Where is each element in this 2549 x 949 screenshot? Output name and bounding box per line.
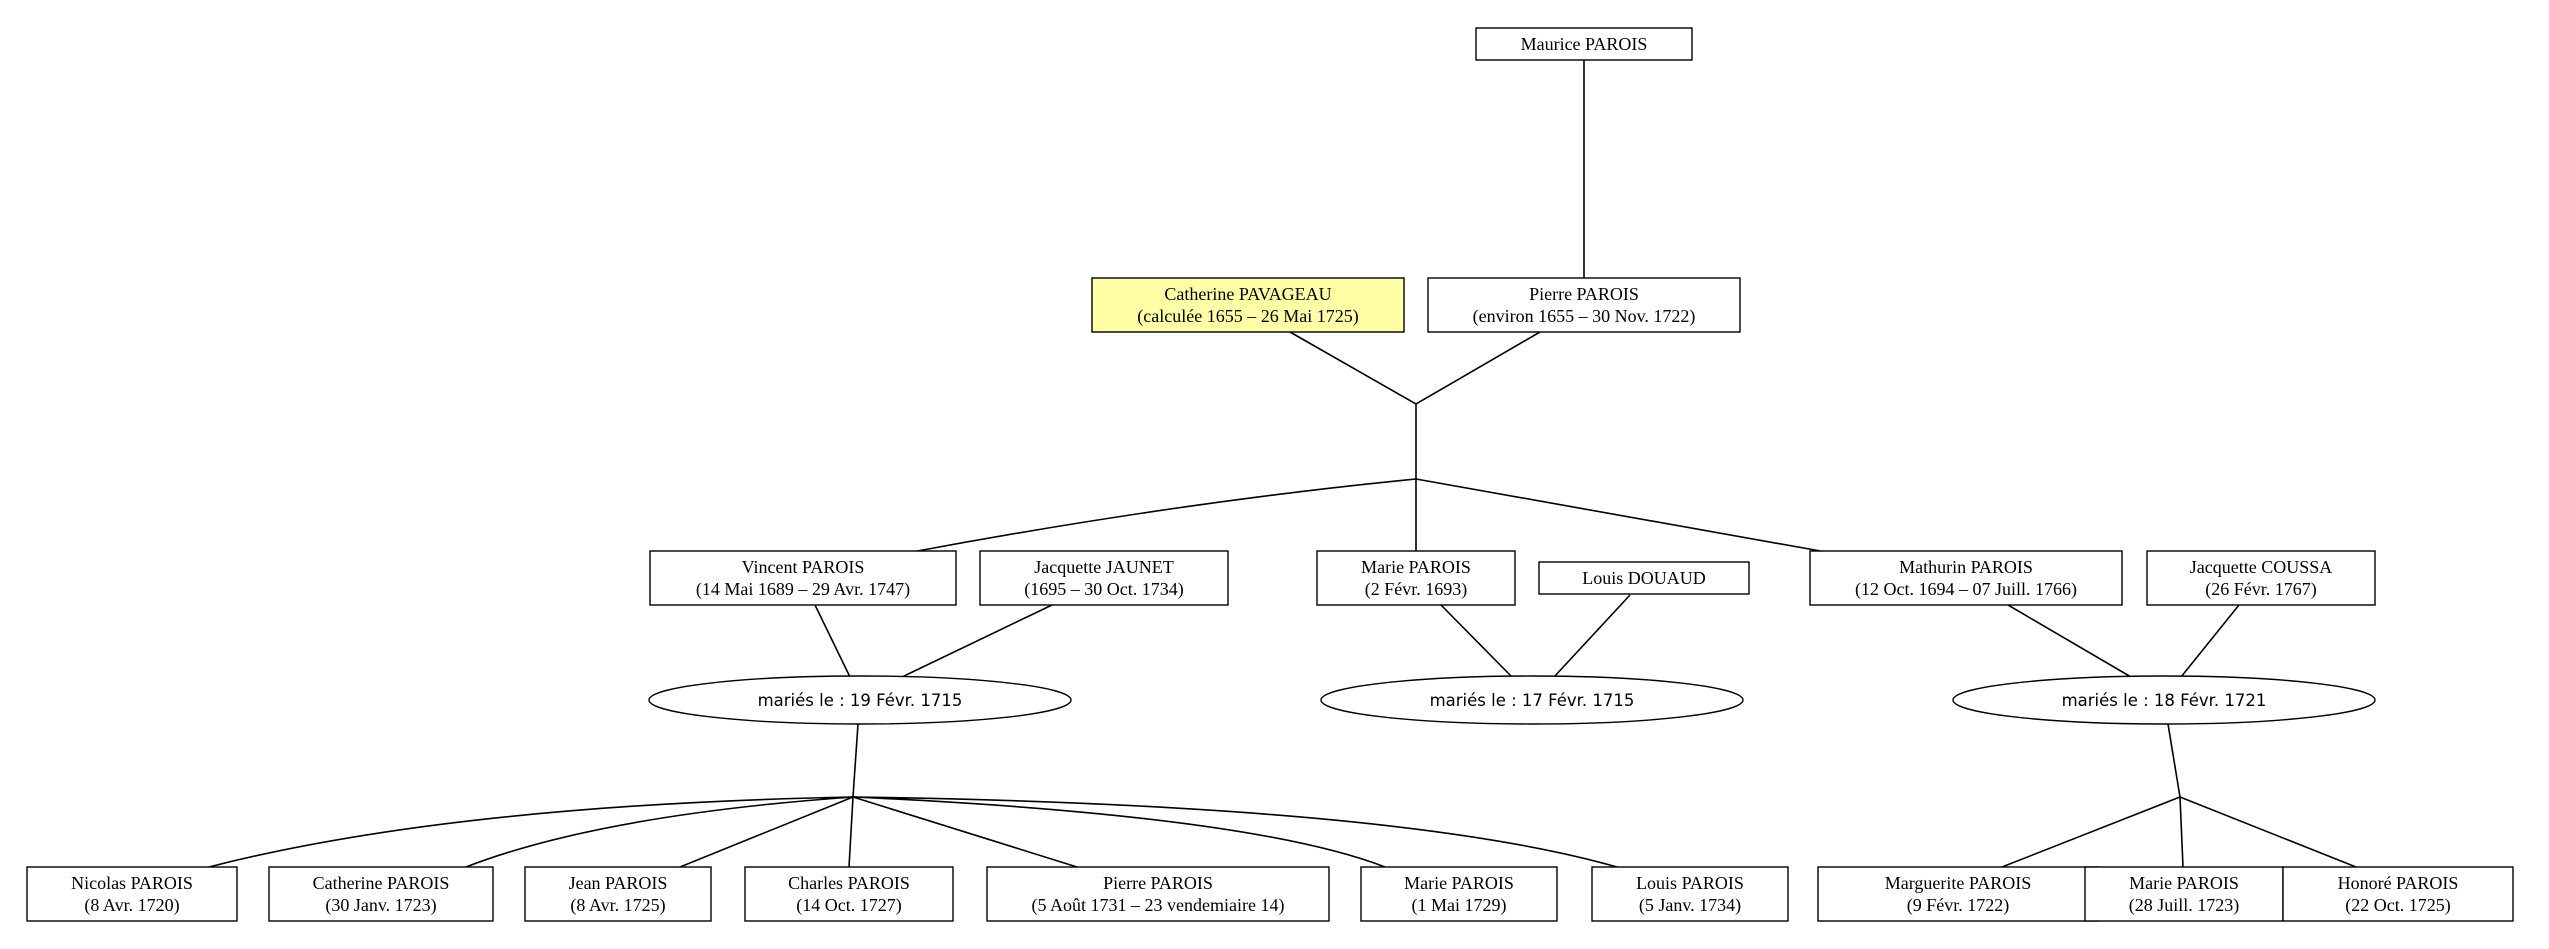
tree-connectors xyxy=(208,60,2357,868)
person-name: Pierre PAROIS xyxy=(1103,873,1213,893)
person-dates: (14 Oct. 1727) xyxy=(796,895,901,916)
person-marie-parois-1693[interactable]: Marie PAROIS (2 Févr. 1693) xyxy=(1316,550,1516,606)
person-louis-douaud[interactable]: Louis DOUAUD xyxy=(1538,561,1750,595)
person-dates: (2 Févr. 1693) xyxy=(1365,579,1468,600)
person-mathurin-parois[interactable]: Mathurin PAROIS (12 Oct. 1694 – 07 Juill… xyxy=(1809,550,2123,606)
person-vincent-parois[interactable]: Vincent PAROIS (14 Mai 1689 – 29 Avr. 17… xyxy=(649,550,957,606)
person-dates: (1 Mai 1729) xyxy=(1412,895,1507,916)
person-marie-parois-1723[interactable]: Marie PAROIS (28 Juill. 1723) xyxy=(2084,866,2284,922)
union-marie-douaud[interactable]: mariés le : 17 Févr. 1715 xyxy=(1320,675,1744,725)
person-dates: (14 Mai 1689 – 29 Avr. 1747) xyxy=(696,579,910,600)
person-name: Catherine PAVAGEAU xyxy=(1164,284,1331,304)
person-dates: (22 Oct. 1725) xyxy=(2345,895,2450,916)
person-name: Maurice PAROIS xyxy=(1521,34,1648,54)
person-name: Jacquette JAUNET xyxy=(1034,557,1173,577)
person-name: Nicolas PAROIS xyxy=(71,873,193,893)
person-name: Marguerite PAROIS xyxy=(1885,873,2032,893)
union-label: mariés le : 18 Févr. 1721 xyxy=(2062,691,2267,710)
person-marie-parois-1729[interactable]: Marie PAROIS (1 Mai 1729) xyxy=(1360,866,1558,922)
edge-siblings-to-vincent xyxy=(911,478,1417,553)
person-nicolas-parois[interactable]: Nicolas PAROIS (8 Avr. 1720) xyxy=(26,866,238,922)
person-pierre-parois-sr[interactable]: Pierre PAROIS (environ 1655 – 30 Nov. 17… xyxy=(1427,277,1741,333)
person-pierre-parois-1731[interactable]: Pierre PAROIS (5 Août 1731 – 23 vendemia… xyxy=(986,866,1330,922)
person-maurice-parois[interactable]: Maurice PAROIS xyxy=(1475,27,1693,61)
person-name: Honoré PAROIS xyxy=(2338,873,2459,893)
person-dates: (1695 – 30 Oct. 1734) xyxy=(1024,579,1183,600)
edge-children-2-fan xyxy=(2001,796,2357,868)
person-dates: (28 Juill. 1723) xyxy=(2129,895,2240,916)
person-name: Charles PAROIS xyxy=(788,873,910,893)
person-name: Louis PAROIS xyxy=(1636,873,1744,893)
person-dates: (calculée 1655 – 26 Mai 1725) xyxy=(1137,306,1358,327)
person-catherine-parois-1723[interactable]: Catherine PAROIS (30 Janv. 1723) xyxy=(268,866,494,922)
union-label: mariés le : 19 Févr. 1715 xyxy=(758,691,963,710)
person-dates: (9 Févr. 1722) xyxy=(1907,895,2010,916)
edge-union-to-children-2 xyxy=(2167,723,2181,798)
person-dates: (environ 1655 – 30 Nov. 1722) xyxy=(1473,306,1696,327)
person-name: Mathurin PAROIS xyxy=(1899,557,2033,577)
edge-children-1-fan xyxy=(208,796,1618,868)
edge-parents-to-junction xyxy=(1289,331,1541,405)
person-name: Jean PAROIS xyxy=(569,873,668,893)
person-name: Vincent PAROIS xyxy=(742,557,865,577)
union-label: mariés le : 17 Févr. 1715 xyxy=(1430,691,1635,710)
person-dates: (12 Oct. 1694 – 07 Juill. 1766) xyxy=(1855,579,2077,600)
edge-marie-douaud-union xyxy=(1440,594,1631,678)
person-dates: (5 Août 1731 – 23 vendemiaire 14) xyxy=(1032,895,1285,916)
person-name: Louis DOUAUD xyxy=(1582,568,1706,588)
edge-vincent-jaunet-union xyxy=(814,604,1053,678)
edge-union-to-children-1 xyxy=(852,723,859,798)
person-catherine-pavageau[interactable]: Catherine PAVAGEAU (calculée 1655 – 26 M… xyxy=(1091,277,1405,333)
person-jean-parois[interactable]: Jean PAROIS (8 Avr. 1725) xyxy=(524,866,712,922)
person-name: Marie PAROIS xyxy=(1361,557,1471,577)
person-charles-parois[interactable]: Charles PAROIS (14 Oct. 1727) xyxy=(744,866,954,922)
person-name: Catherine PAROIS xyxy=(313,873,450,893)
person-marguerite-parois[interactable]: Marguerite PAROIS (9 Févr. 1722) xyxy=(1817,866,2099,922)
person-dates: (8 Avr. 1725) xyxy=(570,895,665,916)
person-honore-parois[interactable]: Honoré PAROIS (22 Oct. 1725) xyxy=(2282,866,2514,922)
person-jacquette-jaunet[interactable]: Jacquette JAUNET (1695 – 30 Oct. 1734) xyxy=(979,550,1229,606)
person-name: Marie PAROIS xyxy=(1404,873,1514,893)
person-louis-parois-1734[interactable]: Louis PAROIS (5 Janv. 1734) xyxy=(1591,866,1789,922)
person-name: Jacquette COUSSA xyxy=(2190,557,2333,577)
person-dates: (26 Févr. 1767) xyxy=(2205,579,2317,600)
person-name: Pierre PAROIS xyxy=(1529,284,1639,304)
union-mathurin-coussa[interactable]: mariés le : 18 Févr. 1721 xyxy=(1952,675,2376,725)
person-dates: (8 Avr. 1720) xyxy=(84,895,179,916)
union-vincent-jaunet[interactable]: mariés le : 19 Févr. 1715 xyxy=(648,675,1072,725)
edge-siblings-to-mathurin xyxy=(1415,478,1827,553)
person-jacquette-coussa[interactable]: Jacquette COUSSA (26 Févr. 1767) xyxy=(2146,550,2376,606)
edge-mathurin-coussa-union xyxy=(2007,604,2240,678)
person-dates: (30 Janv. 1723) xyxy=(325,895,436,916)
person-dates: (5 Janv. 1734) xyxy=(1639,895,1741,916)
person-name: Marie PAROIS xyxy=(2129,873,2239,893)
